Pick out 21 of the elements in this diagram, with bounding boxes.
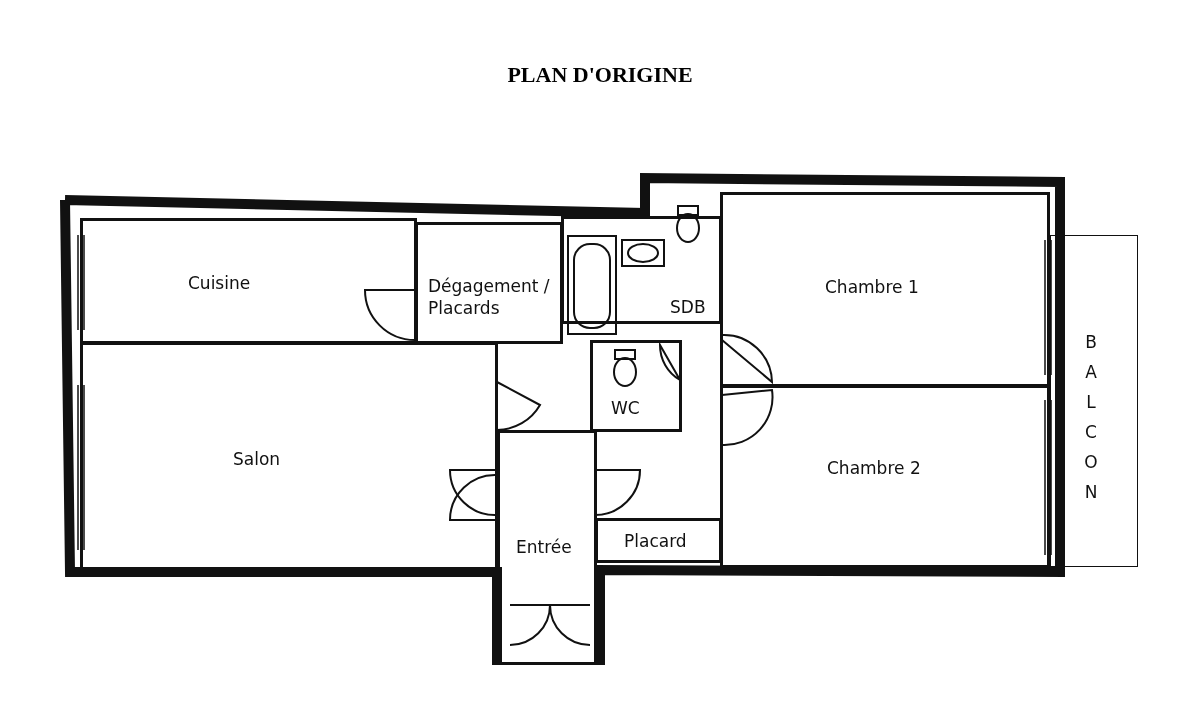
room-label: Entrée: [516, 537, 572, 557]
room-outline: [80, 342, 498, 570]
room-label: SDB: [670, 297, 706, 317]
room-outline: [1050, 235, 1138, 567]
room-label: Salon: [233, 449, 281, 469]
room-label: Dégagement / Placards: [428, 275, 551, 319]
room-outline: [415, 222, 563, 344]
room-outline: [595, 518, 722, 563]
room-outline: [561, 216, 722, 324]
room-outline: [590, 340, 682, 432]
room-outline: [497, 430, 597, 665]
room-label: Chambre 1: [825, 277, 919, 297]
room-label: WC: [611, 398, 640, 418]
room-label: BALCON: [1081, 332, 1101, 512]
plan-title: PLAN D'ORIGINE: [507, 62, 693, 87]
room-label: Chambre 2: [827, 458, 921, 478]
room-label: Placard: [624, 531, 687, 551]
room-outline: [80, 218, 417, 344]
room-outline: [720, 192, 1050, 387]
room-label: Cuisine: [188, 273, 251, 293]
room-outline: [720, 385, 1050, 568]
